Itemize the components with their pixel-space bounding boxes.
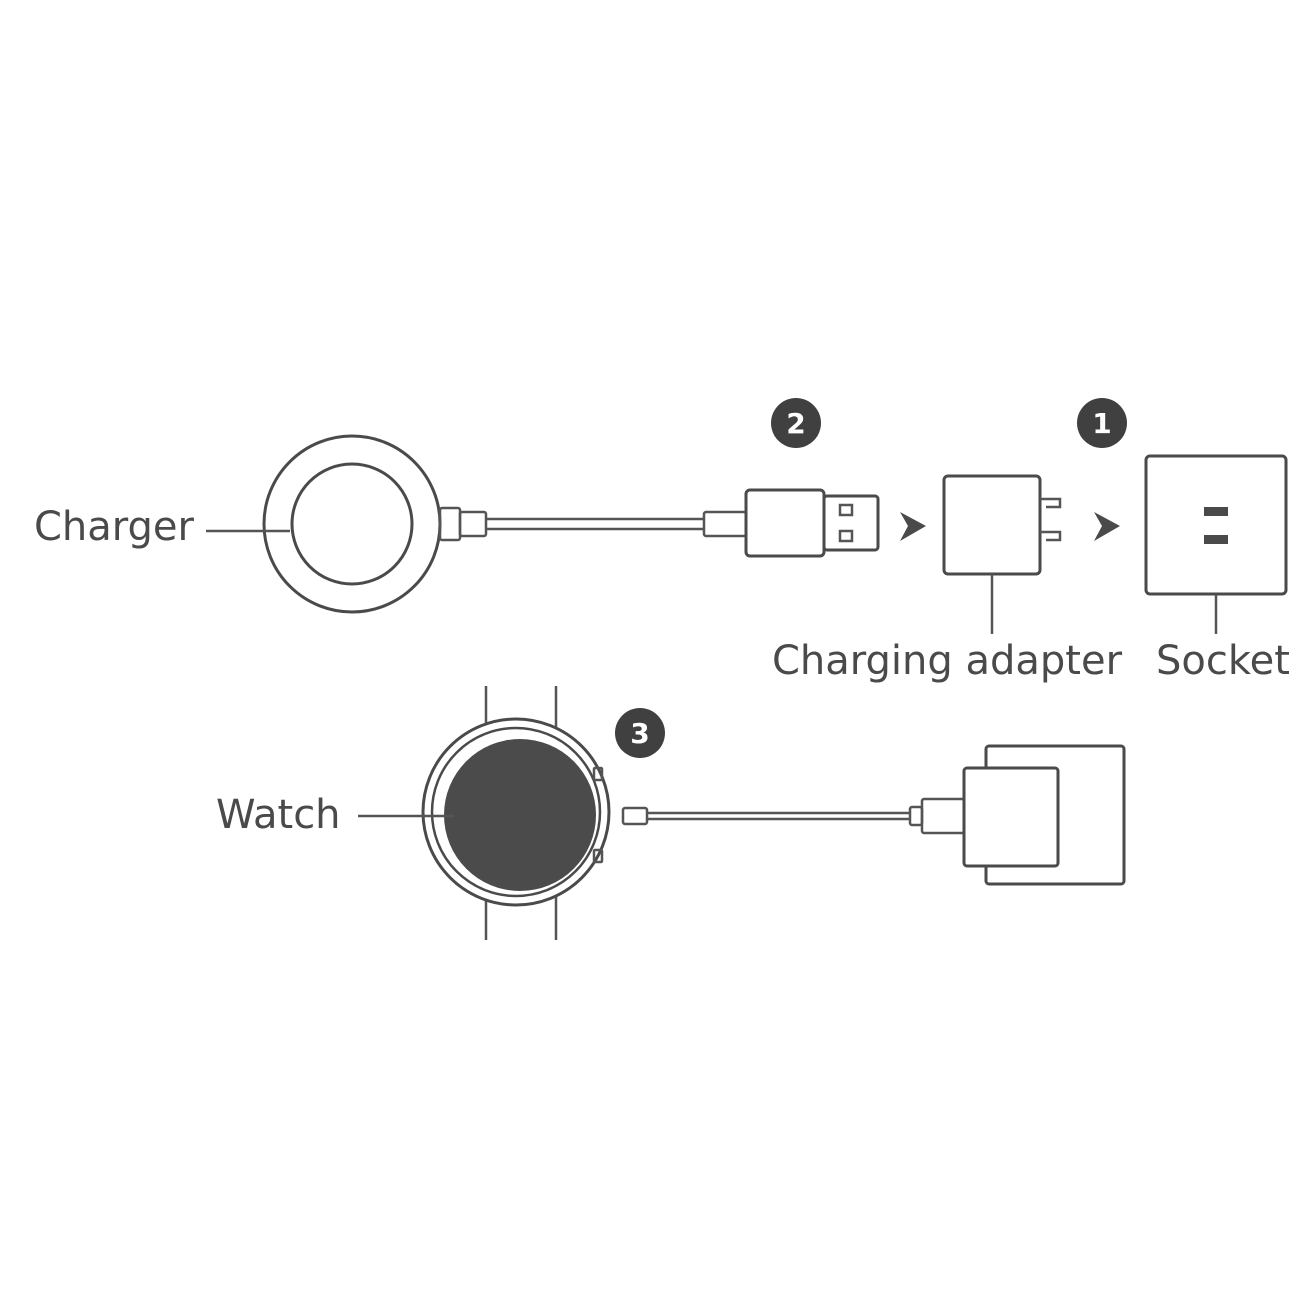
- svg-text:3: 3: [630, 717, 649, 750]
- adapter-in-socket: [962, 744, 1126, 886]
- step-1-badge: 1: [1077, 398, 1127, 448]
- step-3-badge: 3: [615, 708, 665, 758]
- watch: [421, 717, 611, 907]
- svg-text:1: 1: [1092, 407, 1111, 440]
- socket: [1144, 454, 1288, 634]
- arrow-icon: [1094, 512, 1120, 541]
- arrow-icon: [900, 512, 926, 541]
- watch-face: [444, 739, 596, 891]
- socket-label: Socket: [1156, 638, 1290, 684]
- charging-adapter: [942, 474, 1062, 634]
- charging-adapter-label: Charging adapter: [772, 638, 1123, 684]
- svg-text:2: 2: [786, 407, 805, 440]
- usb-plug: [702, 488, 880, 558]
- watch-label: Watch: [216, 792, 341, 838]
- charger-puck: [262, 434, 488, 614]
- charger-cable: [486, 517, 704, 531]
- step-2-badge: 2: [771, 398, 821, 448]
- watch-cable: [621, 797, 966, 835]
- charger-label: Charger: [34, 504, 195, 550]
